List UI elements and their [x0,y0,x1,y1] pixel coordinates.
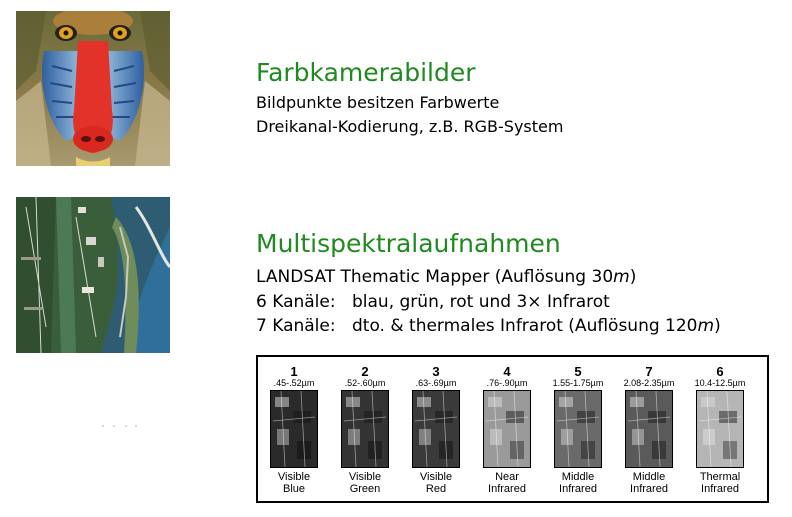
band-number: 4 [503,364,511,379]
decorative-dots [100,413,140,427]
band-number: 5 [574,364,582,379]
band-wavelength: 10.4-12.5µm [694,378,746,388]
mandrill-image [16,11,170,166]
seven-channels-line: 7 Kanäle:dto. & thermales Infrarot (Aufl… [256,316,721,336]
section-title-color-camera: Farbkamerabilder [256,58,476,87]
band-wavelength: .63-.69µm [415,378,457,388]
band-wavelength: .52-.60µm [344,378,386,388]
section-line: Dreikanal-Kodierung, z.B. RGB-System [256,117,564,136]
band-number: 1 [290,364,298,379]
band-wavelength: .45-.52µm [273,378,315,388]
landsat-line: LANDSAT Thematic Mapper (Auflösung 30m) [256,267,637,287]
band-image [483,390,531,468]
section-title-multispectral: Multispektralaufnahmen [256,229,561,258]
satellite-image [16,197,170,353]
band-image [625,390,673,468]
band-number: 3 [432,364,440,379]
six-channels-line: 6 Kanäle:blau, grün, rot und 3× Infrarot [256,292,610,312]
section-line: Bildpunkte besitzen Farbwerte [256,93,500,112]
band-number: 7 [645,364,653,379]
band-image [696,390,744,468]
band-wavelength: .76-.90µm [486,378,528,388]
band-wavelength: 1.55-1.75µm [552,378,604,388]
band-number: 2 [361,364,369,379]
band-wavelength: 2.08-2.35µm [623,378,675,388]
band-image [270,390,318,468]
band-image [412,390,460,468]
band-image [554,390,602,468]
band-number: 6 [716,364,724,379]
band-image [341,390,389,468]
